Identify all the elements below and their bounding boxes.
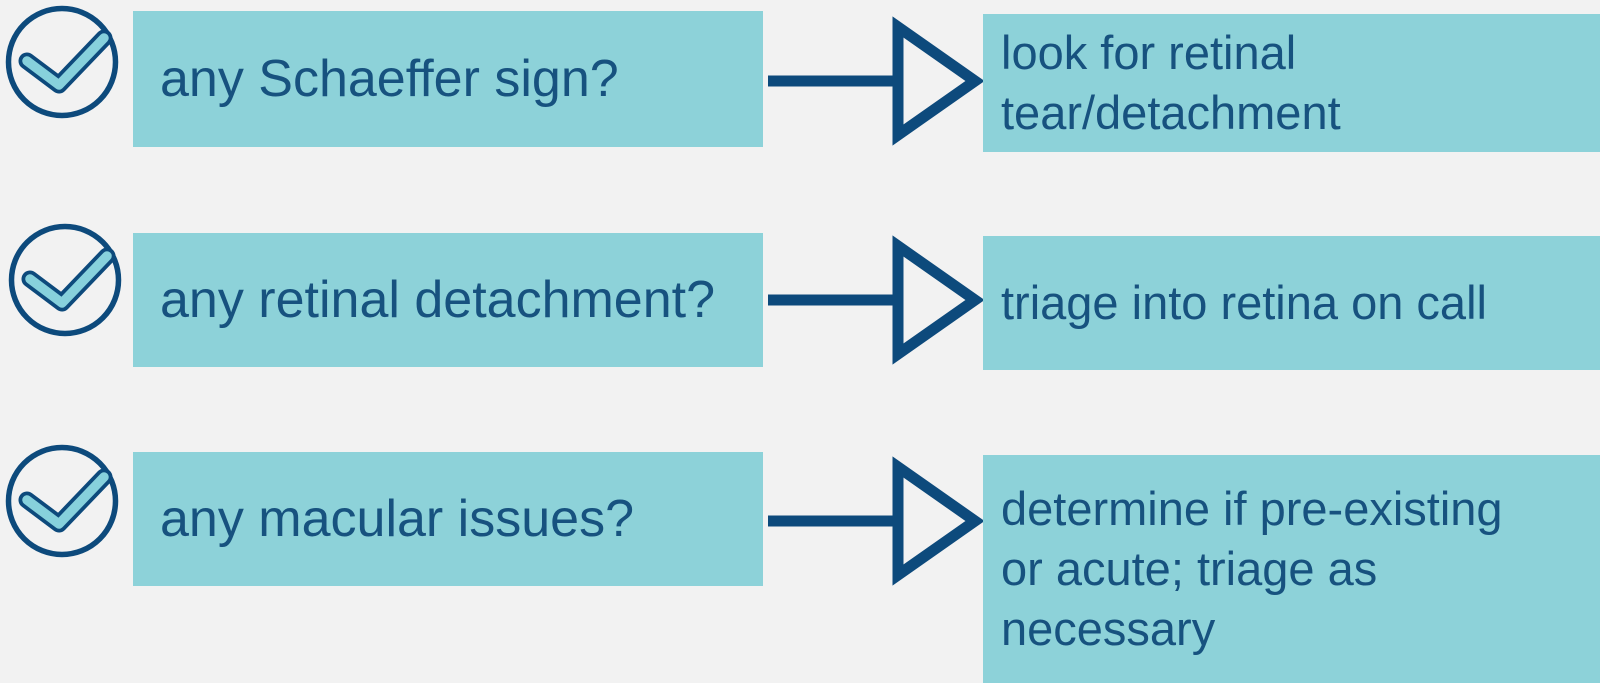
- question-box: any retinal detachment?: [133, 233, 763, 367]
- checkmark-circle-icon: [5, 5, 119, 119]
- arrow-right-icon: [768, 16, 985, 146]
- arrow-right-icon: [768, 235, 985, 365]
- question-box: any macular issues?: [133, 452, 763, 586]
- arrow-right-icon: [768, 456, 985, 586]
- result-text: determine if pre-existing or acute; tria…: [1001, 482, 1503, 655]
- result-text: look for retinal tear/detachment: [1001, 26, 1341, 139]
- result-text: triage into retina on call: [1001, 276, 1487, 329]
- question-text: any Schaeffer sign?: [160, 50, 619, 108]
- result-box: look for retinal tear/detachment: [983, 14, 1600, 152]
- question-box: any Schaeffer sign?: [133, 11, 763, 147]
- question-text: any retinal detachment?: [160, 271, 716, 329]
- result-box: triage into retina on call: [983, 236, 1600, 370]
- checkmark-circle-icon: [5, 444, 119, 558]
- question-text: any macular issues?: [160, 490, 634, 548]
- result-box: determine if pre-existing or acute; tria…: [983, 455, 1600, 683]
- checkmark-circle-icon: [8, 223, 122, 337]
